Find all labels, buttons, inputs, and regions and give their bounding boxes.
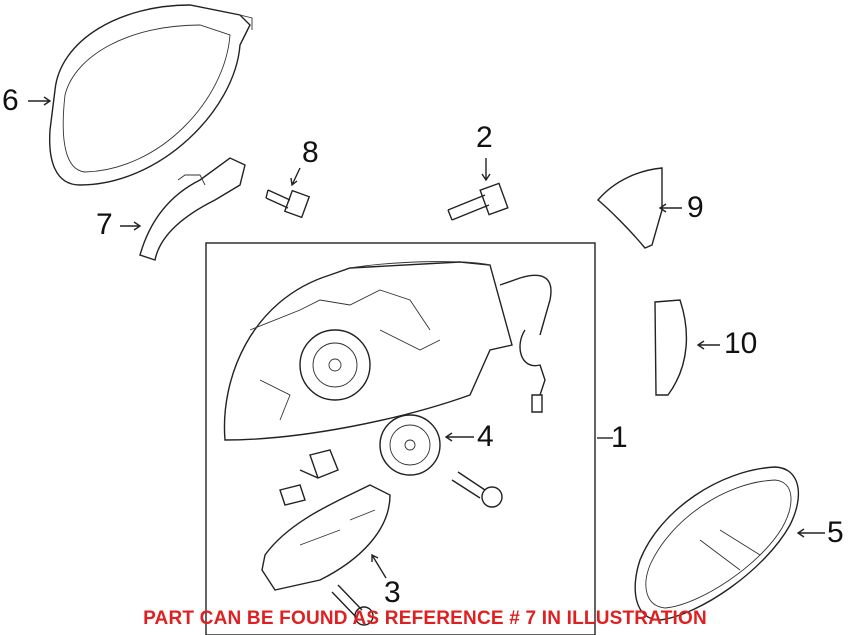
part-3-bracket bbox=[261, 484, 391, 626]
part-1-mirror-housing bbox=[223, 261, 552, 441]
callout-5: 5 bbox=[827, 516, 844, 549]
callout-6: 6 bbox=[2, 84, 19, 117]
part-10-trim bbox=[654, 299, 688, 396]
callout-4: 4 bbox=[477, 420, 494, 453]
reference-notice: PART CAN BE FOUND AS REFERENCE # 7 IN IL… bbox=[143, 608, 707, 629]
connector bbox=[279, 449, 339, 506]
callout-10: 10 bbox=[724, 327, 758, 360]
part-8-bolt bbox=[265, 189, 311, 219]
assembly-box bbox=[205, 242, 596, 635]
callout-7: 7 bbox=[96, 208, 113, 241]
screw bbox=[451, 471, 503, 508]
callout-3: 3 bbox=[384, 576, 401, 609]
callout-2: 2 bbox=[476, 121, 493, 154]
callout-9: 9 bbox=[687, 191, 704, 224]
part-2-bolt bbox=[447, 182, 509, 221]
part-7-bracket bbox=[139, 157, 246, 261]
part-9-cap bbox=[597, 167, 663, 249]
part-5-mirror-glass bbox=[634, 466, 800, 621]
callout-1: 1 bbox=[611, 421, 628, 454]
part-6-mirror-cover bbox=[48, 4, 253, 186]
callout-8: 8 bbox=[302, 136, 319, 169]
leader-lines bbox=[28, 96, 825, 579]
part-4-motor bbox=[379, 414, 441, 476]
